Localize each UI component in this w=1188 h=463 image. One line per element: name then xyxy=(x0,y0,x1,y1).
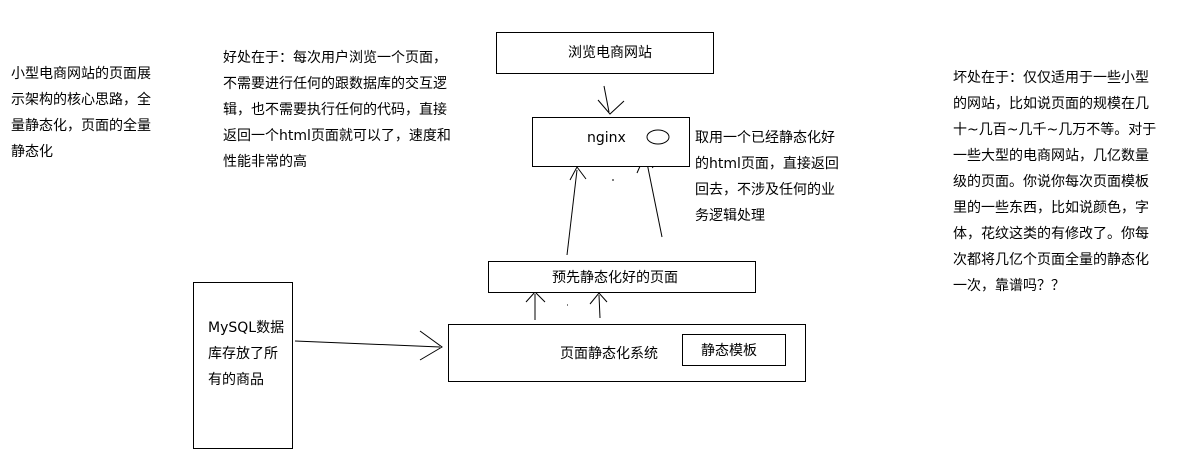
arrow-mysql-to-system xyxy=(294,340,441,348)
arrowhead-system-to-prestatic-right xyxy=(589,292,608,305)
prestatic-pages-box: 预先静态化好的页面 xyxy=(488,261,756,293)
browse-site-label: 浏览电商网站 xyxy=(568,45,652,61)
arrowhead-browse-to-nginx xyxy=(597,99,625,115)
note-left-core-idea: 小型电商网站的页面展示架构的核心思路，全量静态化，页面的全量静态化 xyxy=(11,66,151,160)
arrow-browse-to-nginx xyxy=(603,85,610,113)
note-advantages: 好处在于：每次用户浏览一个页面，不需要进行任何的跟数据库的交互逻辑，也不需要执行… xyxy=(223,50,451,170)
note-disadvantages: 坏处在于：仅仅适用于一些小型的网站，比如说页面的规模在几十~几百~几千~几万不等… xyxy=(953,70,1157,294)
arrowhead-mysql-to-system xyxy=(419,330,443,361)
arrow-system-to-prestatic-right xyxy=(598,294,601,319)
nginx-label: nginx xyxy=(587,130,626,146)
static-system-label: 页面静态化系统 xyxy=(560,346,658,362)
mysql-label: MySQL数据库存放了所有的商品 xyxy=(208,320,285,388)
arrowhead-prestatic-to-nginx-left xyxy=(569,166,587,181)
arrow-prestatic-to-nginx-left xyxy=(566,169,578,256)
browse-site-box: 浏览电商网站 xyxy=(496,32,714,74)
nginx-box: nginx xyxy=(532,117,690,167)
note-nginx-description: 取用一个已经静态化好的html页面，直接返回回去，不涉及任何的业务逻辑处理 xyxy=(695,130,839,224)
arrow-prestatic-to-nginx-right xyxy=(645,157,663,238)
prestatic-pages-label: 预先静态化好的页面 xyxy=(552,270,678,286)
ellipse-icon xyxy=(646,129,670,145)
static-template-box: 静态模板 xyxy=(682,334,786,366)
mysql-box: MySQL数据库存放了所有的商品 xyxy=(193,282,293,449)
static-template-label: 静态模板 xyxy=(701,343,757,359)
